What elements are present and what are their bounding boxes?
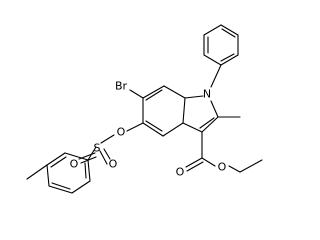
carbonyl-oxygen-label: O: [176, 166, 185, 179]
pyrrole-ring: [182, 95, 219, 133]
nitrogen-label: N: [203, 88, 211, 101]
structure-canvas: Br N O S O O O O: [26, 24, 263, 194]
c-o-ether-bond: [126, 122, 144, 132]
ester-oxygen-label: O: [218, 161, 227, 174]
bromine-label: Br: [115, 80, 128, 93]
tolyl-ring: [46, 152, 91, 194]
sulfur-label: S: [94, 142, 101, 155]
sulfonyl-oxygen-2-label: O: [109, 158, 118, 171]
n-phenyl-ring: [203, 24, 239, 66]
indole-benzene-ring: [142, 85, 186, 137]
ethyl-ester-group: [185, 131, 263, 173]
tolyl-methyl-bond: [26, 164, 48, 180]
c-br-bond: [129, 89, 144, 99]
molecule-structure: Br N O S O O O O: [26, 24, 263, 194]
sulfonyl-oxygen-1-label: O: [70, 158, 79, 171]
n-phenyl-bond: [210, 64, 222, 88]
ether-oxygen-label: O: [117, 126, 126, 139]
